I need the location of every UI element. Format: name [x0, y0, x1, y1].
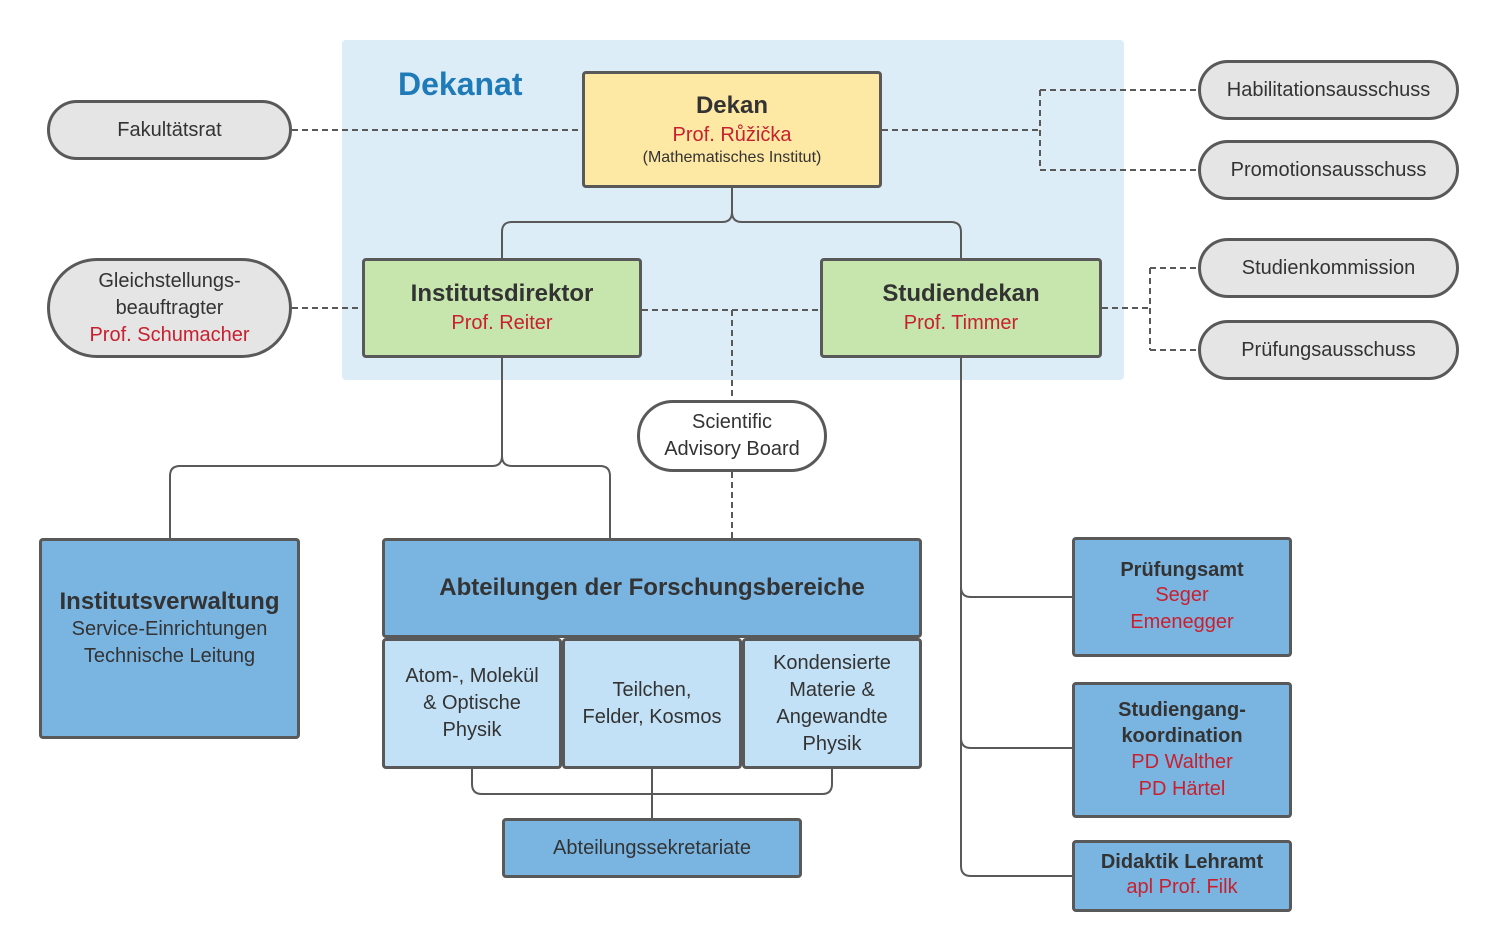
- bereich-kondensiert-line3: Angewandte: [776, 705, 888, 728]
- bereich-amo-line2: & Optische: [423, 692, 521, 714]
- direktor-connector: [169, 358, 611, 538]
- bereich-teilchen: Teilchen, Felder, Kosmos: [562, 638, 742, 769]
- didaktik-title: Didaktik Lehramt: [1100, 851, 1264, 873]
- dekan-title: Dekan: [695, 92, 769, 119]
- kommission-link: [1102, 267, 1198, 351]
- sekretariate-box: Abteilungssekretariate: [502, 818, 802, 878]
- promotion-label: Promotionsausschuss: [1230, 158, 1427, 181]
- dekan-institute: (Mathematisches Institut): [642, 149, 822, 166]
- dekanat-label: Dekanat: [398, 66, 523, 102]
- studiendekan-box: Studiendekan Prof. Timmer: [820, 258, 1102, 358]
- studiendekan-connector: [960, 358, 1072, 877]
- gleichstellung-line2: beauftragter: [115, 296, 224, 319]
- fakultaetsrat-label: Fakultätsrat: [117, 118, 222, 141]
- verwaltung-box: Institutsverwaltung Service-Einrichtunge…: [39, 538, 300, 739]
- bereich-teilchen-line2: Felder, Kosmos: [582, 705, 722, 728]
- bereich-amo: Atom-, Molekül & Optische Physik: [382, 638, 562, 769]
- bereich-teilchen-line1: Teilchen,: [612, 678, 692, 701]
- sekretariat-connector: [471, 769, 833, 818]
- advisory-link: [642, 309, 820, 538]
- studiengang-person1: PD Walther: [1131, 751, 1233, 773]
- institutsdirektor-box: Institutsdirektor Prof. Reiter: [362, 258, 642, 358]
- dekan-person: Prof. Růžička: [672, 124, 792, 146]
- studiendekan-title: Studiendekan: [882, 279, 1040, 307]
- dekan-box: Dekan Prof. Růžička (Mathematisches Inst…: [582, 71, 882, 188]
- bereich-kondensiert-line4: Physik: [802, 732, 862, 755]
- bereich-kondensiert: Kondensierte Materie & Angewandte Physik: [742, 638, 922, 769]
- studiengang-title1: Studiengang-: [1118, 699, 1246, 721]
- institutsdirektor-person: Prof. Reiter: [451, 311, 553, 334]
- studienkommission-label: Studienkommission: [1241, 256, 1416, 279]
- dekan-connector: [501, 188, 962, 258]
- advisory-line1: Scientific: [691, 411, 773, 433]
- pruefungsamt-person2: Emenegger: [1130, 610, 1234, 633]
- verwaltung-line2: Technische Leitung: [83, 644, 256, 667]
- bereich-amo-line1: Atom-, Molekül: [405, 665, 539, 687]
- advisory-board-pill: Scientific Advisory Board: [637, 400, 827, 472]
- studienkommission-pill: Studienkommission: [1198, 238, 1459, 298]
- institutsdirektor-title: Institutsdirektor: [410, 279, 594, 307]
- bereich-kondensiert-line1: Kondensierte: [773, 651, 891, 674]
- studiengang-box: Studiengang- koordination PD Walther PD …: [1072, 682, 1292, 818]
- gleichstellung-line1: Gleichstellungs-: [98, 269, 241, 292]
- pruefungsamt-box: Prüfungsamt Seger Emenegger: [1072, 537, 1292, 657]
- ausschuss-link: [882, 89, 1198, 171]
- studiendekan-person: Prof. Timmer: [903, 311, 1019, 334]
- didaktik-box: Didaktik Lehramt apl Prof. Filk: [1072, 840, 1292, 912]
- pruefungsamt-title: Prüfungsamt: [1120, 558, 1244, 581]
- fakultaetsrat-pill: Fakultätsrat: [47, 100, 292, 160]
- gleichstellung-person: Prof. Schumacher: [89, 323, 250, 346]
- studiengang-person2: PD Härtel: [1138, 778, 1226, 800]
- bereich-amo-line3: Physik: [442, 719, 502, 741]
- advisory-line2: Advisory Board: [664, 438, 800, 460]
- pruefungsamt-person1: Seger: [1155, 583, 1209, 606]
- pruefungsausschuss-label: Prüfungsausschuss: [1241, 338, 1416, 361]
- didaktik-person: apl Prof. Filk: [1126, 876, 1238, 898]
- abteilungen-title: Abteilungen der Forschungsbereiche: [439, 574, 865, 601]
- gleichstellung-pill: Gleichstellungs- beauftragter Prof. Schu…: [47, 258, 292, 358]
- promotion-pill: Promotionsausschuss: [1198, 140, 1459, 200]
- pruefungsausschuss-pill: Prüfungsausschuss: [1198, 320, 1459, 380]
- abteilungen-box: Abteilungen der Forschungsbereiche: [382, 538, 922, 638]
- bereich-kondensiert-line2: Materie &: [789, 678, 875, 701]
- verwaltung-line1: Service-Einrichtungen: [71, 617, 268, 640]
- studiengang-title2: koordination: [1121, 725, 1243, 747]
- habilitation-pill: Habilitationsausschuss: [1198, 60, 1459, 120]
- sekretariate-label: Abteilungssekretariate: [553, 836, 751, 859]
- habilitation-label: Habilitationsausschuss: [1226, 78, 1431, 101]
- verwaltung-title: Institutsverwaltung: [59, 587, 280, 615]
